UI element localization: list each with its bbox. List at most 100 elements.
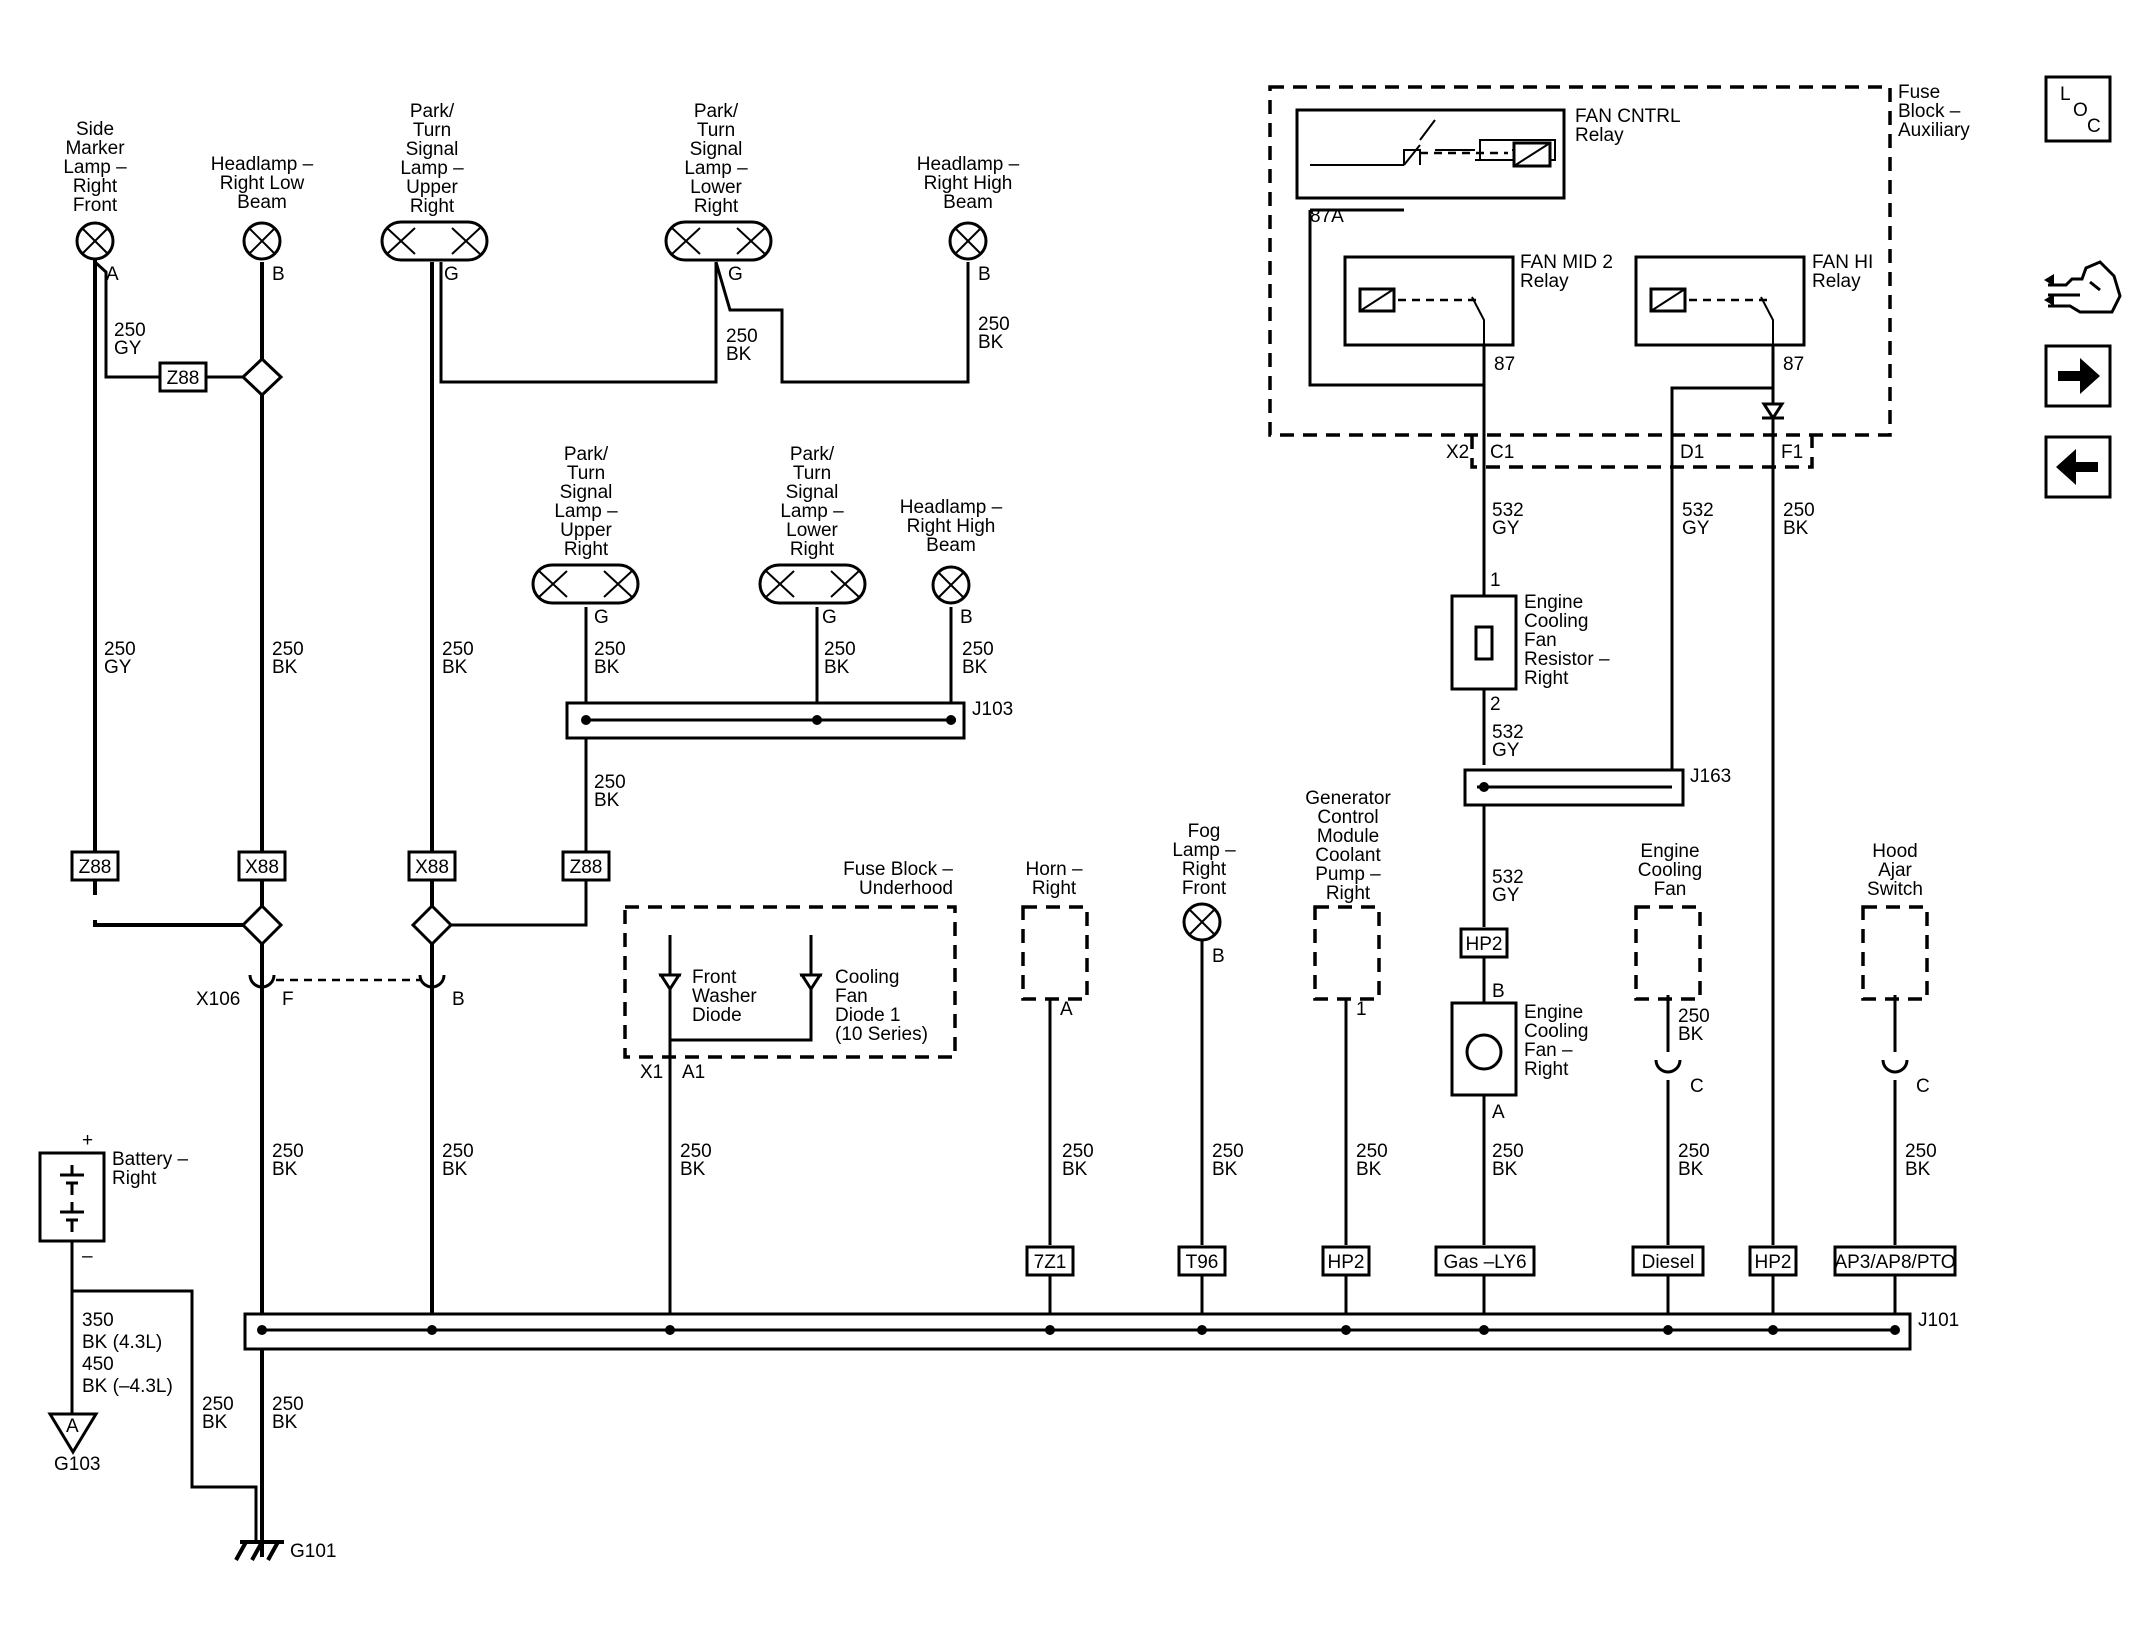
- label-line: Beam: [943, 192, 993, 213]
- headlamp-high-mid-icon: [931, 565, 971, 605]
- label-line: BK: [1783, 518, 1809, 539]
- park-turn-lamp-lower-top-icon: [664, 220, 773, 262]
- label-line: 450: [82, 1354, 114, 1375]
- label-line: Right: [1524, 668, 1569, 689]
- label-line: Horn –: [1025, 859, 1082, 880]
- label-line: Right: [1524, 1059, 1569, 1080]
- arrow-right-button[interactable]: [2044, 344, 2112, 408]
- pin-labels: A B G G B G G B 87A 87 87 X2 C1 D1 F1 1 …: [82, 206, 1930, 1267]
- splice-diamond-icon: [240, 903, 284, 947]
- option-label: 7Z1: [1034, 1252, 1067, 1273]
- loc-button[interactable]: L O C: [2044, 75, 2112, 143]
- arrow-left-button[interactable]: [2044, 435, 2112, 499]
- pin-label: G: [444, 264, 459, 285]
- label-line: Signal: [690, 139, 743, 160]
- label-line: Switch: [1867, 879, 1923, 900]
- pin-label: A: [1060, 999, 1073, 1020]
- arrow-right-icon: [2058, 358, 2100, 394]
- pin-label: +: [82, 1130, 93, 1151]
- label-line: BK: [1492, 1159, 1518, 1180]
- label-line: GY: [114, 338, 142, 359]
- wires: [70, 160, 1897, 1557]
- label-line: Control: [1317, 807, 1378, 828]
- option-label: AP3/AP8/PTO: [1834, 1252, 1955, 1273]
- pin-label: B: [960, 607, 973, 628]
- label-line: BK (–4.3L): [82, 1376, 173, 1397]
- label-line: Resistor –: [1524, 649, 1610, 670]
- label-line: Washer: [692, 986, 757, 1007]
- label-line: Lower: [786, 520, 838, 541]
- label-line: 250: [1783, 500, 1815, 521]
- pin-label: B: [1492, 981, 1505, 1002]
- label-line: Relay: [1575, 125, 1624, 146]
- label-line: 250: [202, 1394, 234, 1415]
- park-turn-lamp-lower-mid-icon: [758, 563, 867, 605]
- label-line: Park/: [790, 444, 835, 465]
- label-line: 250: [272, 1394, 304, 1415]
- fuse-block-underhood-label: Fuse Block –Underhood: [843, 859, 953, 899]
- pin-label: B: [452, 989, 465, 1010]
- label-line: Signal: [406, 139, 459, 160]
- headlamp-low-icon: [242, 221, 282, 261]
- label-line: 532: [1682, 500, 1714, 521]
- pin-label: G: [594, 607, 609, 628]
- label-line: BK: [1356, 1159, 1382, 1180]
- splice-labels: J103 J163 J101 X106 G101 G103 A: [54, 699, 1959, 1562]
- headlamp-high-top-icon: [948, 221, 988, 261]
- splice-j101-label: J101: [1918, 1310, 1959, 1331]
- label-line: Turn: [413, 120, 451, 141]
- pin-label: B: [272, 264, 285, 285]
- pin-label: B: [1212, 946, 1225, 967]
- label-line: Ajar: [1878, 860, 1912, 881]
- loc-letter: C: [2087, 116, 2101, 137]
- option-label: HP2: [1328, 1252, 1365, 1273]
- option-label: X88: [245, 857, 279, 878]
- label-line: Fuse: [1898, 82, 1940, 103]
- connector-x106-label: X106: [196, 989, 240, 1010]
- label-line: Cooling: [835, 967, 899, 988]
- pin-label: A1: [682, 1062, 705, 1083]
- label-line: FAN HI: [1812, 252, 1873, 273]
- option-label: HP2: [1466, 934, 1503, 955]
- label-line: Relay: [1812, 271, 1861, 292]
- ground-g101-label: G101: [290, 1541, 336, 1562]
- pin-label: G: [728, 264, 743, 285]
- pin-label: B: [978, 264, 991, 285]
- label-line: 532: [1492, 722, 1524, 743]
- label-line: BK: [272, 1412, 298, 1433]
- loc-letter: O: [2073, 100, 2088, 121]
- ground-g103-pin-label: A: [66, 1416, 79, 1437]
- label-line: 250: [594, 639, 626, 660]
- label-line: Right High: [907, 516, 996, 537]
- label-line: GY: [104, 657, 132, 678]
- label-line: 350: [82, 1310, 114, 1331]
- option-boxes: [70, 361, 1957, 1277]
- label-line: BK: [594, 790, 620, 811]
- connector-cup-icon: [418, 974, 446, 990]
- label-line: Beam: [926, 535, 976, 556]
- label-line: Right: [790, 539, 835, 560]
- option-label: Z88: [167, 368, 200, 389]
- pin-label: C1: [1490, 442, 1514, 463]
- label-line: Headlamp –: [900, 497, 1003, 518]
- label-line: 250: [442, 1141, 474, 1162]
- label-line: Lamp –: [554, 501, 618, 522]
- splice-j103-label: J103: [972, 699, 1013, 720]
- connector-icon[interactable]: [2044, 260, 2122, 314]
- pin-label: A: [106, 264, 119, 285]
